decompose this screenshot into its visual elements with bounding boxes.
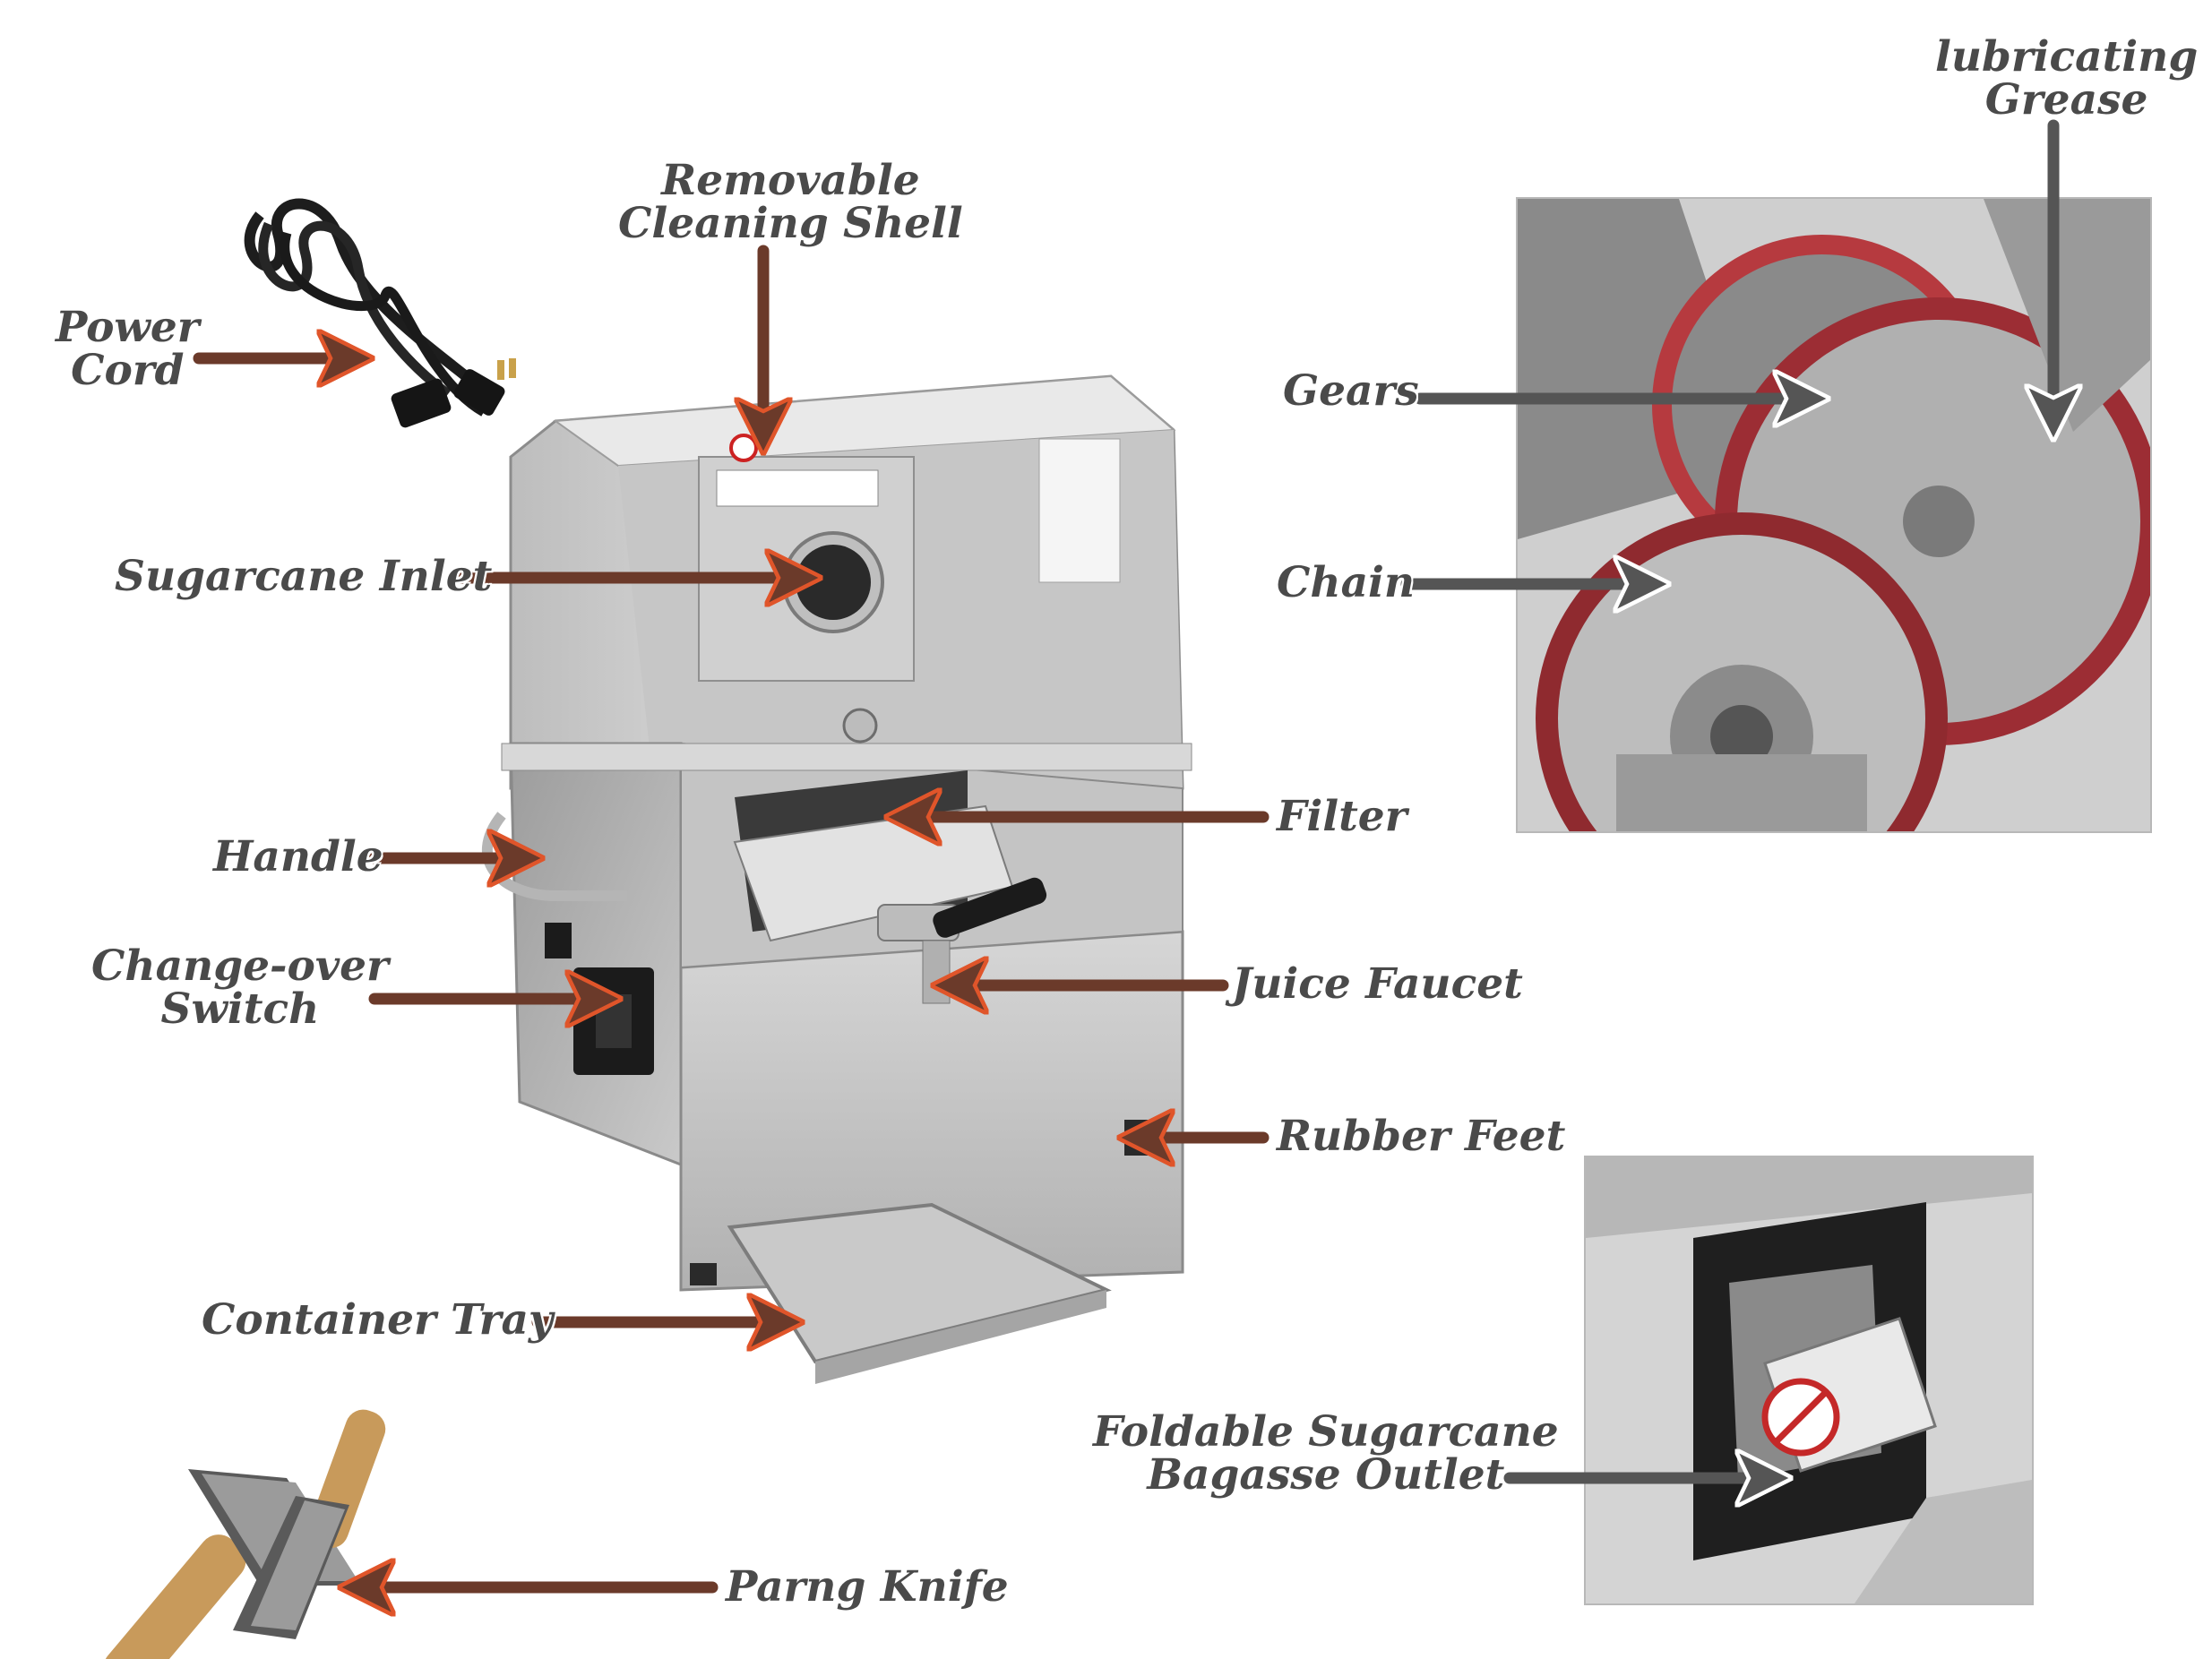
label-text: Gears [1283, 366, 1419, 416]
power-socket [545, 923, 572, 958]
label-sugarcane-inlet: Sugarcane Inlet [115, 555, 492, 598]
label-text: Filter [1277, 792, 1407, 841]
power-cord-image [244, 198, 516, 428]
label-line: Change-over [91, 941, 389, 991]
label-text: Sugarcane Inlet [115, 552, 493, 601]
label-rubber-feet: Rubber Feet [1277, 1115, 1565, 1158]
label-power-cord: Power Cord [56, 306, 200, 392]
label-filter: Filter [1277, 795, 1407, 838]
label-text: Chain [1277, 558, 1416, 607]
label-change-over-switch: Change-over Switch [91, 945, 389, 1031]
label-text: Juice Faucet [1232, 959, 1523, 1009]
label-gears: Gears [1283, 370, 1419, 413]
bagasse-outlet-closeup-image [1584, 1156, 2034, 1605]
label-text: Parng Knife [726, 1562, 1009, 1612]
label-bagasse-outlet: Foldable Sugarcane Bagasse Outlet [1093, 1411, 1559, 1497]
label-line: Removable [661, 156, 920, 205]
label-line: Cleaning Shell [618, 198, 963, 248]
label-line: Foldable Sugarcane [1093, 1407, 1559, 1457]
label-parng-knife: Parng Knife [726, 1566, 1009, 1609]
label-line: Grease [1984, 74, 2148, 125]
label-container-tray: Container Tray [202, 1299, 553, 1342]
label-line: Cord [71, 345, 185, 395]
label-text: Rubber Feet [1277, 1112, 1566, 1161]
label-text: Handle [213, 832, 383, 881]
label-lubricating-grease: lubricating Grease [1935, 36, 2198, 122]
container-tray-edge [815, 1290, 1106, 1384]
label-juice-faucet: Juice Faucet [1232, 963, 1523, 1006]
label-handle: Handle [213, 836, 383, 879]
parng-knife-image [103, 1409, 386, 1659]
label-line: lubricating [1935, 32, 2199, 82]
rubber-foot [690, 1263, 717, 1285]
label-line: Bagasse Outlet [1147, 1449, 1505, 1500]
label-cleaning-shell: Removable Cleaning Shell [618, 159, 963, 245]
label-line: Switch [160, 984, 320, 1034]
label-chain: Chain [1277, 562, 1415, 605]
knob [842, 708, 878, 744]
label-text: Container Tray [202, 1295, 554, 1345]
label-line: Power [56, 303, 200, 352]
